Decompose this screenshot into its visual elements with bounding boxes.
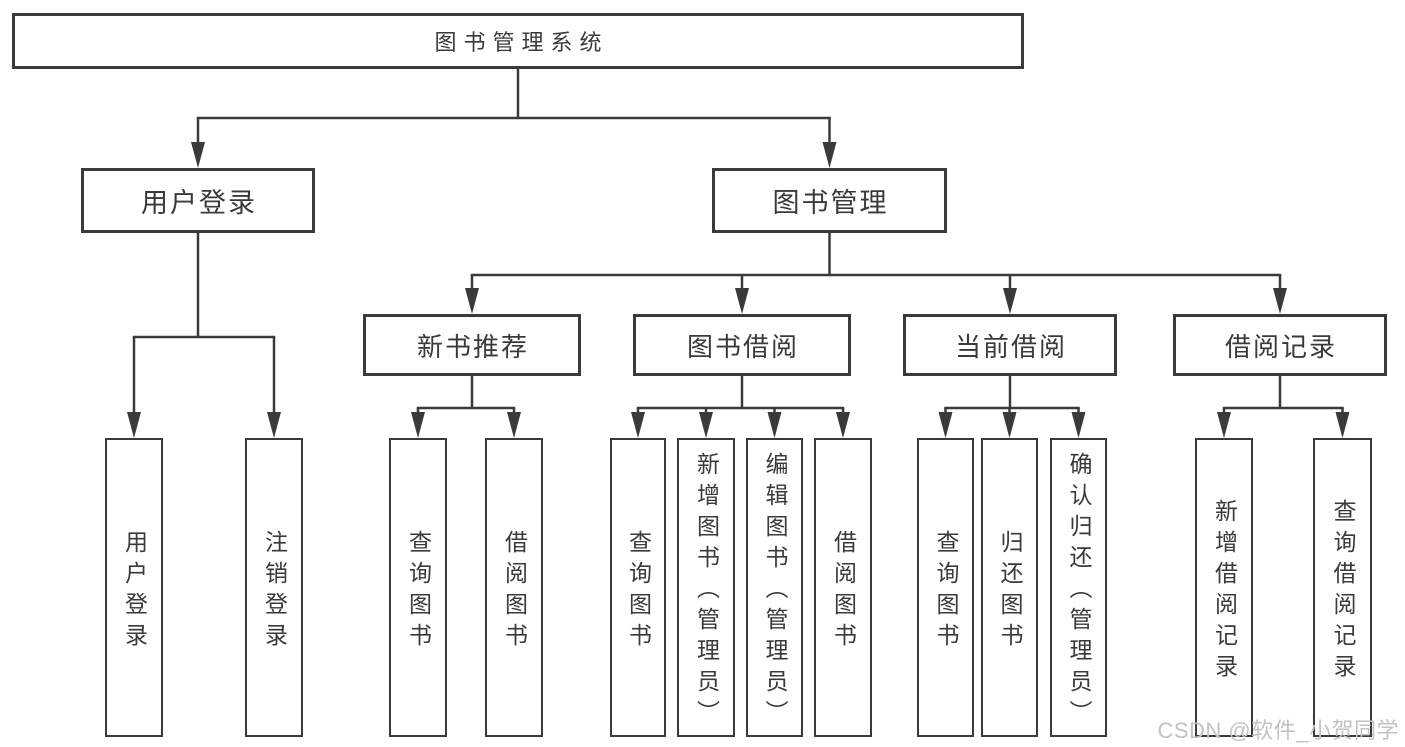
node-bb-borrow-label: 借阅图书 [830, 529, 857, 654]
node-book-borrow: 图书借阅 [633, 314, 851, 376]
node-user-login: 用户登录 [81, 168, 315, 233]
node-book-mgmt-label: 图书管理 [772, 188, 889, 218]
node-borrow-records: 借阅记录 [1173, 314, 1387, 376]
node-br-add: 新增借阅记录 [1195, 438, 1253, 737]
node-new-book-label: 新书推荐 [416, 331, 529, 362]
node-cb-return-label: 归还图书 [997, 529, 1023, 654]
node-bb-edit-label: 编辑图书（管理员） [762, 452, 788, 731]
node-user-login-label: 用户登录 [141, 188, 257, 218]
node-cb-return: 归还图书 [981, 438, 1038, 737]
node-logout-v: 注销登录 [245, 438, 303, 737]
node-bb-add-label: 新增图书（管理员） [693, 452, 720, 731]
watermark: CSDN @软件_小贺同学 [1157, 718, 1399, 743]
node-cb-query-label: 查询图书 [933, 529, 959, 654]
node-bb-query: 查询图书 [610, 438, 666, 737]
node-nb-query-label: 查询图书 [405, 529, 432, 654]
node-new-book: 新书推荐 [363, 314, 581, 376]
node-br-query: 查询借阅记录 [1313, 438, 1372, 737]
node-bb-edit: 编辑图书（管理员） [746, 438, 803, 737]
node-bb-borrow: 借阅图书 [814, 438, 872, 737]
node-bb-query-label: 查询图书 [625, 529, 652, 654]
node-book-mgmt: 图书管理 [712, 168, 947, 233]
node-book-borrow-label: 图书借阅 [686, 331, 799, 362]
node-nb-borrow-label: 借阅图书 [501, 529, 528, 654]
node-logout-v-label: 注销登录 [261, 529, 288, 654]
node-br-query-label: 查询借阅记录 [1330, 498, 1356, 685]
node-login-v: 用户登录 [105, 438, 163, 737]
node-bb-add: 新增图书（管理员） [677, 438, 735, 737]
node-current-borrow-label: 当前借阅 [954, 331, 1067, 362]
node-br-add-label: 新增借阅记录 [1211, 498, 1238, 685]
node-cb-query: 查询图书 [917, 438, 974, 737]
node-root-label: 图书管理系统 [434, 30, 609, 55]
node-nb-borrow: 借阅图书 [485, 438, 543, 737]
node-login-v-label: 用户登录 [121, 529, 148, 654]
node-cb-confirm: 确认归还（管理员） [1050, 438, 1107, 737]
node-nb-query: 查询图书 [389, 438, 447, 737]
node-cb-confirm-label: 确认归还（管理员） [1066, 452, 1092, 731]
node-current-borrow: 当前借阅 [903, 314, 1117, 376]
node-borrow-records-label: 借阅记录 [1224, 331, 1337, 362]
node-root: 图书管理系统 [12, 13, 1024, 69]
